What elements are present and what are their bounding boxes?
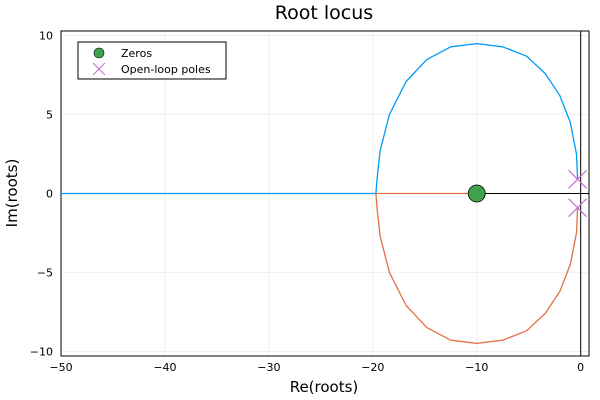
y-axis-label: Im(roots)	[3, 159, 21, 228]
y-tick-label: 5	[46, 109, 53, 122]
locus-branches	[61, 42, 579, 345]
open-loop-pole-marker	[568, 198, 587, 218]
zero-marker	[467, 184, 486, 203]
x-tick-label: −30	[257, 361, 280, 374]
legend-pole-marker-icon	[92, 62, 106, 76]
locus-branch-1	[61, 42, 579, 195]
legend-label-zeros: Zeros	[121, 47, 152, 60]
markers	[467, 169, 587, 218]
legend-zero-marker-icon	[93, 47, 105, 59]
locus-branch-2	[375, 192, 579, 345]
x-tick-label: −10	[465, 361, 488, 374]
y-tick-label: −10	[30, 345, 53, 358]
x-ticks: −50 −40 −30 −20 −10 0	[49, 361, 584, 374]
x-tick-label: −50	[49, 361, 72, 374]
y-tick-label: 0	[46, 188, 53, 201]
x-tick-label: −40	[153, 361, 176, 374]
pole-x-stroke	[568, 169, 587, 189]
x-axis-label: Re(roots)	[290, 378, 359, 396]
legend: Zeros Open-loop poles	[77, 41, 227, 80]
x-tick-label: −20	[361, 361, 384, 374]
open-loop-pole-marker	[568, 169, 587, 189]
y-ticks: −10 −5 0 5 10	[30, 30, 53, 359]
chart-title: Root locus	[275, 2, 373, 24]
x-tick-label: 0	[577, 361, 584, 374]
y-tick-label: −5	[37, 266, 53, 279]
y-tick-label: 10	[39, 30, 53, 43]
legend-label-open-loop-poles: Open-loop poles	[121, 63, 211, 76]
pole-x-stroke	[568, 198, 587, 218]
